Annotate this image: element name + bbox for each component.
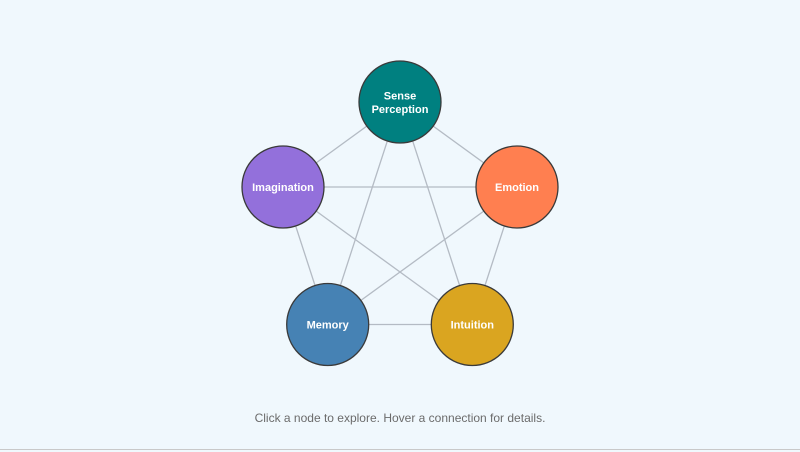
node-emotion[interactable]: Emotion	[475, 145, 559, 229]
node-circle-sense[interactable]	[358, 60, 442, 144]
bottom-divider	[0, 449, 800, 450]
node-circle-imagination[interactable]	[241, 145, 325, 229]
node-circle-intuition[interactable]	[430, 282, 514, 367]
node-circle-memory[interactable]	[286, 282, 370, 367]
instruction-text: Click a node to explore. Hover a connect…	[254, 411, 546, 425]
node-circle-emotion[interactable]	[475, 145, 559, 229]
node-memory[interactable]: Memory	[286, 282, 370, 367]
node-imagination[interactable]: Imagination	[241, 145, 325, 229]
node-intuition[interactable]: Intuition	[430, 282, 514, 367]
